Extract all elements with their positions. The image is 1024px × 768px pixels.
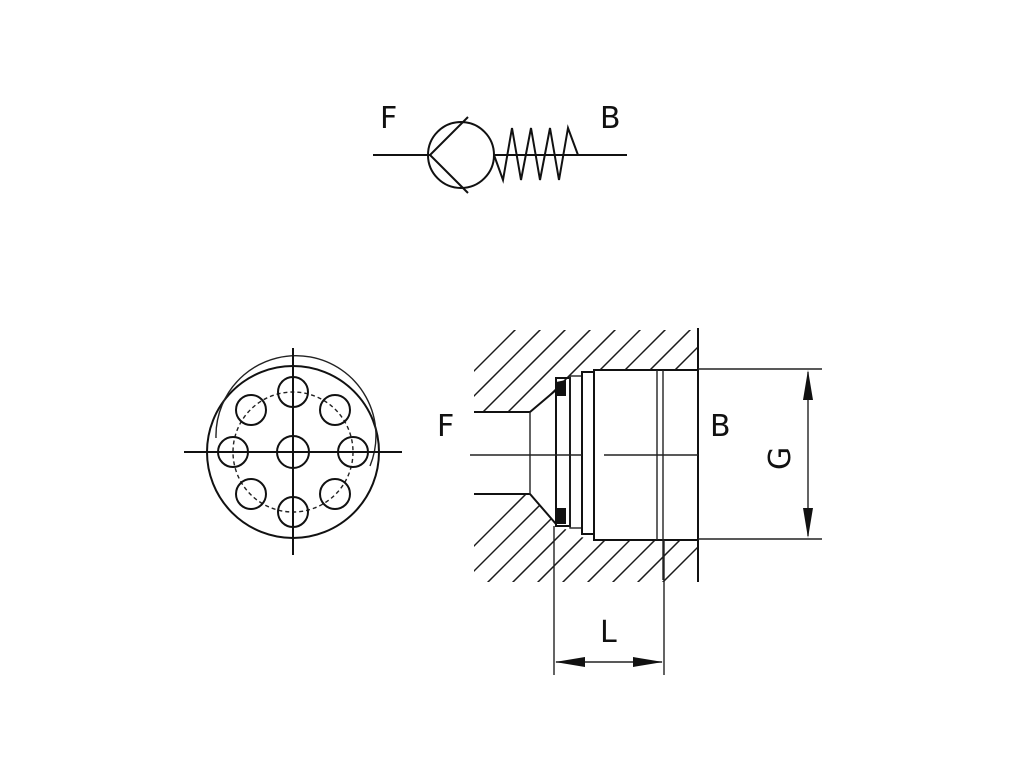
cartridge-shoulder [581,371,595,535]
cartridge-seat [555,377,571,527]
cartridge-groove [569,375,583,529]
g-arrow-top-icon [803,370,813,400]
ball-icon [427,121,495,189]
end-view [184,348,402,555]
symbol-port-b-label: B [600,101,621,136]
l-arrow-left-icon [555,657,585,667]
section-port-b-label: B [710,409,731,444]
section-view: G L F B [437,328,822,675]
seal-bottom [556,508,566,524]
symbol-port-f-label: F [380,101,397,136]
hatch-bottom [474,494,698,582]
g-arrow-bottom-icon [803,508,813,538]
thread-arc [215,355,377,467]
section-port-f-label: F [437,409,454,444]
check-valve-symbol: F B [373,101,627,194]
inlet-bore-bottom [474,493,557,525]
dimension-g-label: G [763,447,798,470]
l-arrow-right-icon [633,657,663,667]
seal-top [556,380,566,396]
dimension-l-label: L [600,615,617,650]
valve-seat-icon [428,116,469,194]
